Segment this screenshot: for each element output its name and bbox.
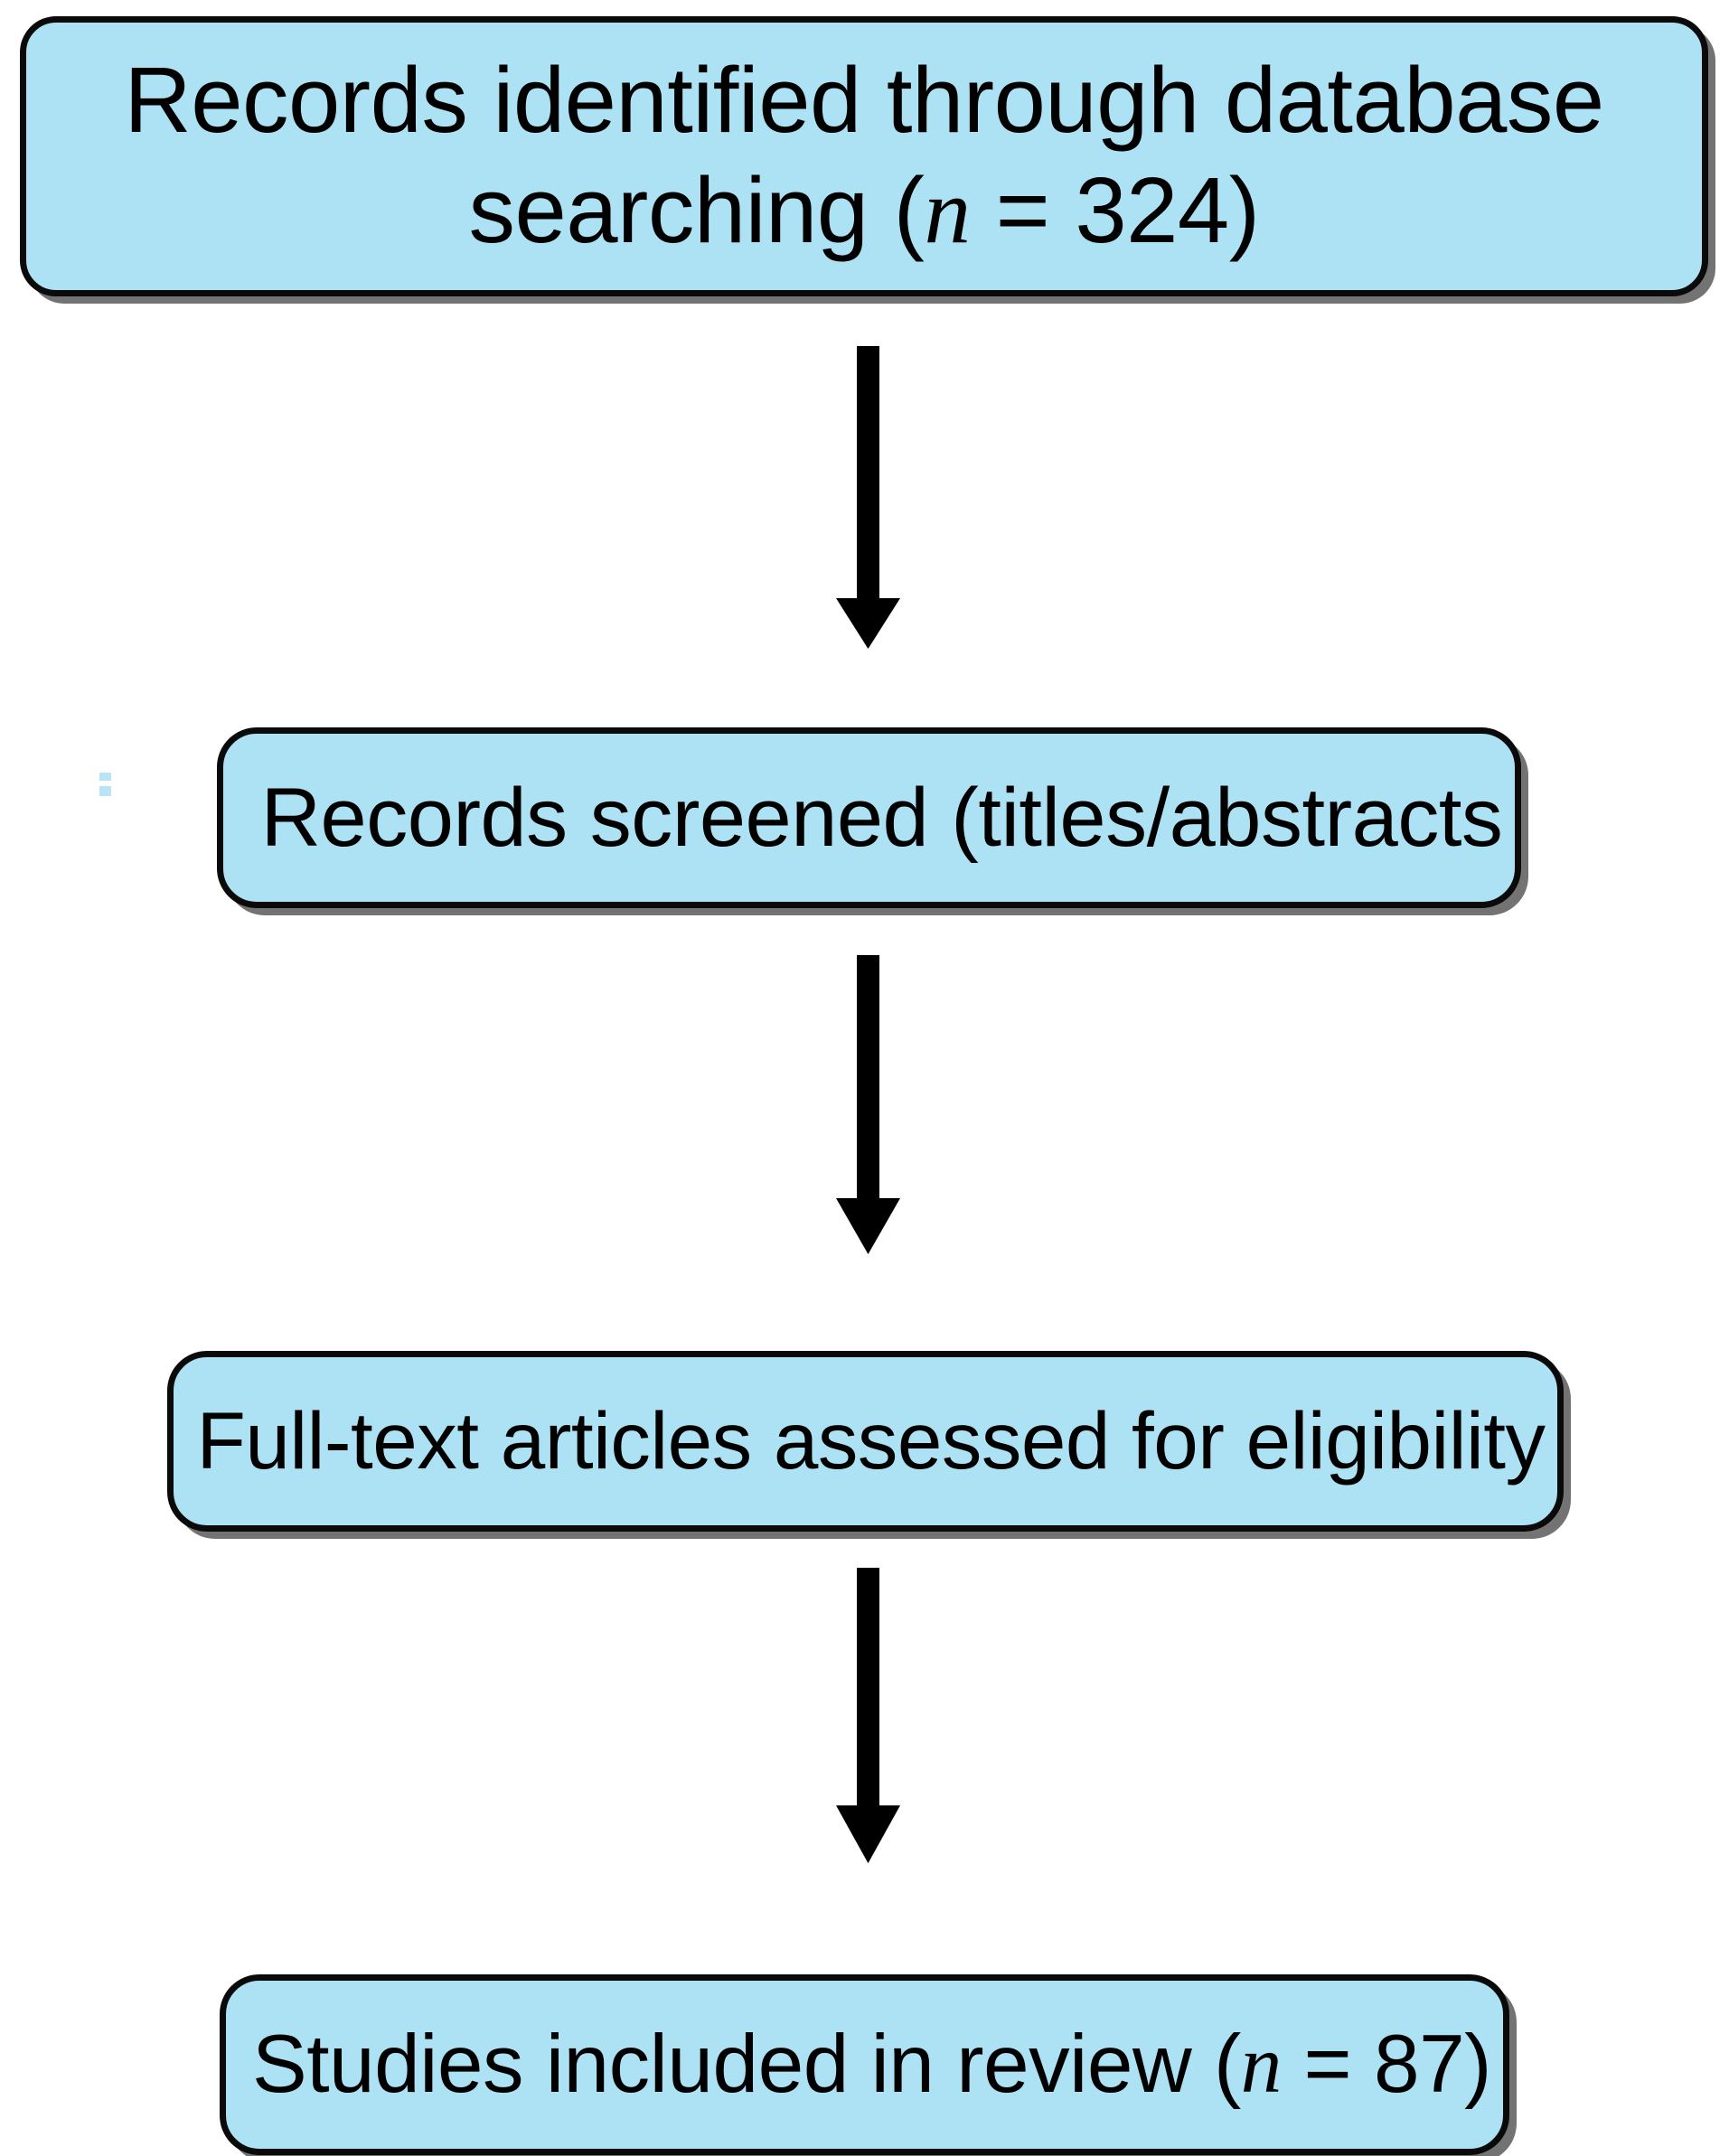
flow-node-identified-line2-prefix: searching (	[468, 158, 925, 262]
flow-node-identified-n-variable: n	[924, 160, 971, 263]
flow-node-screened-label: Records screened (titles/abstracts	[260, 771, 1503, 864]
flow-node-identified-line2-suffix: = 324)	[970, 158, 1260, 262]
stray-pixel-artifact	[99, 773, 111, 796]
flow-node-studies-included[interactable]: Studies included in review (n = 87)	[220, 1974, 1509, 2155]
arrowhead-down-icon	[836, 346, 900, 649]
flow-node-fulltext-label: Full-text articles assessed for eligibil…	[196, 1395, 1546, 1486]
flow-node-identified-line1: Records identified through database	[124, 48, 1604, 153]
arrowhead-down-icon	[836, 1568, 900, 1863]
flow-node-fulltext-assessed[interactable]: Full-text articles assessed for eligibil…	[167, 1351, 1564, 1532]
flow-node-included-n-variable: n	[1240, 2019, 1283, 2111]
arrowhead-down-icon	[836, 955, 900, 1254]
flow-node-included-text-suffix: = 87)	[1281, 2019, 1492, 2111]
flow-node-records-screened[interactable]: Records screened (titles/abstracts	[217, 727, 1521, 908]
flow-node-included-label: Studies included in review (n = 87)	[252, 2016, 1491, 2113]
flow-node-included-text-prefix: Studies included in review (	[252, 2019, 1241, 2111]
